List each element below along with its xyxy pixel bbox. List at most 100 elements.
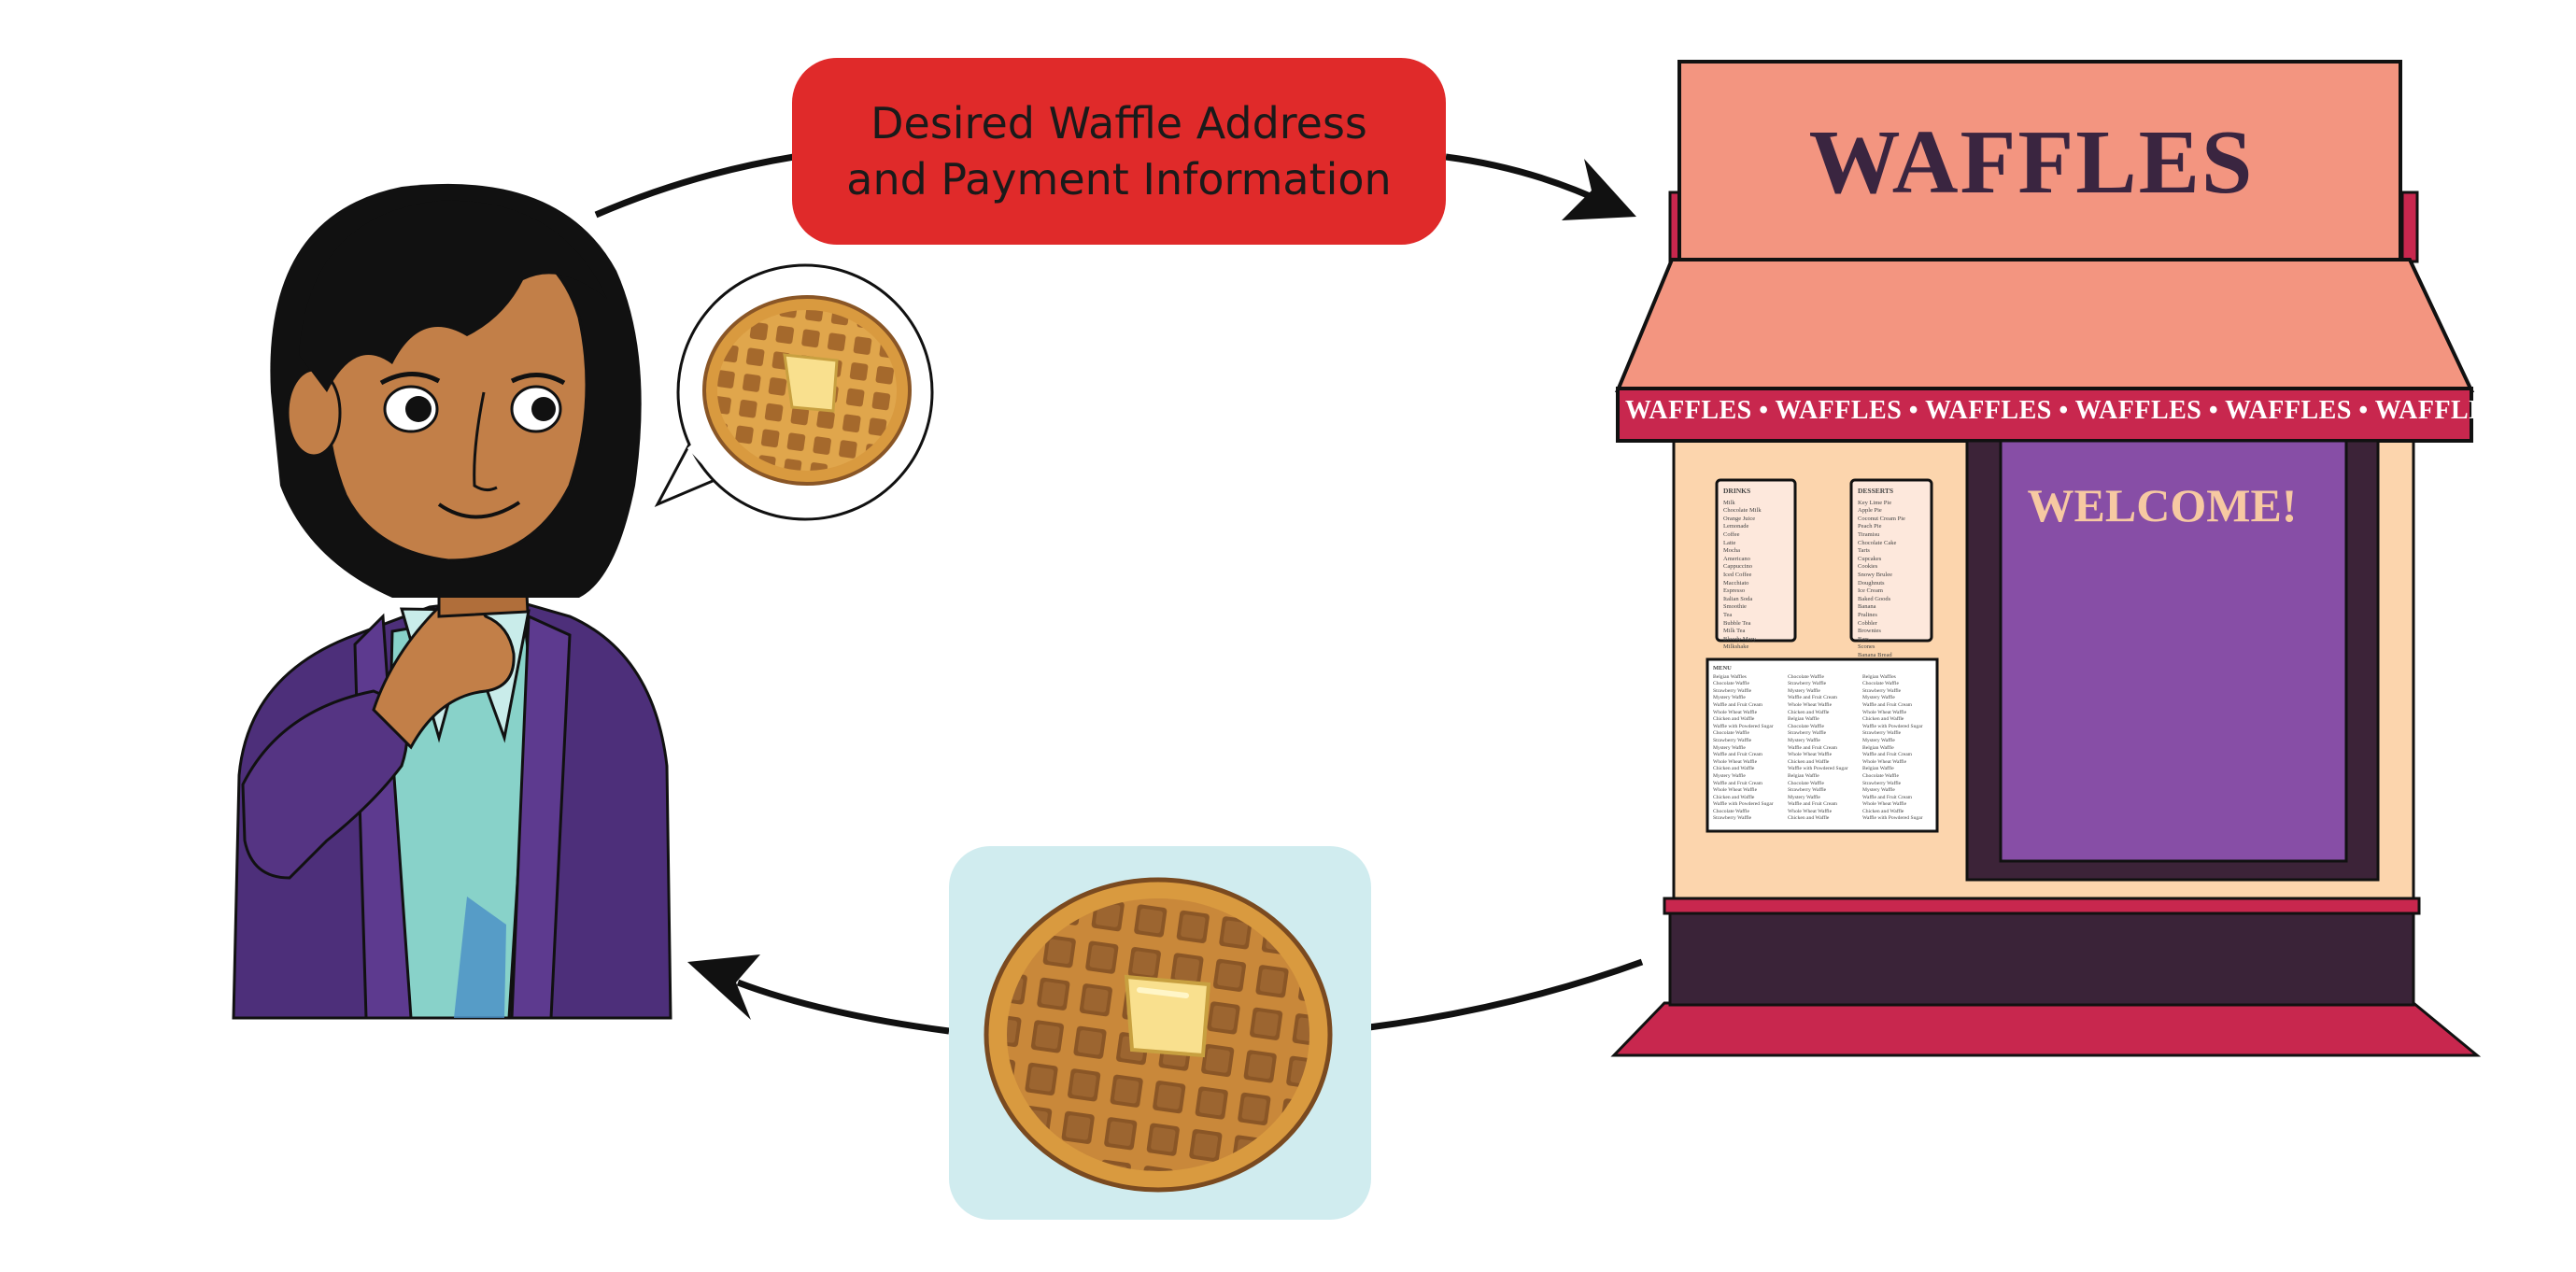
thought-waffle-icon <box>702 295 912 486</box>
waffle-menu-item: Chicken and Waffle <box>1713 766 1755 772</box>
waffle-menu-item: Waffle and Fruit Cream <box>1713 701 1763 708</box>
drinks-menu-item: Bloody Mary <box>1723 635 1756 643</box>
waffle-menu-item: Strawberry Waffle <box>1713 815 1752 822</box>
waffle-menu-item: Waffle with Powdered Sugar <box>1862 815 1923 822</box>
waffle-menu-item: Waffle and Fruit Cream <box>1862 794 1913 800</box>
drinks-menu-item: Cappuccino <box>1723 563 1753 571</box>
waffle-menu-item: Belgian Waffle <box>1788 716 1819 723</box>
shop-floor <box>1610 1001 2482 1057</box>
arrow-shop-to-delivery <box>1368 958 1644 1031</box>
waffle-menu-item: Whole Wheat Waffle <box>1788 752 1833 758</box>
waffle-menu-item: Whole Wheat Waffle <box>1862 709 1907 715</box>
waffle-menu-item: Strawberry Waffle <box>1713 687 1752 694</box>
drinks-menu-item: Americano <box>1723 555 1750 562</box>
desserts-menu-item: Doughnuts <box>1858 579 1885 587</box>
waffle-menu-item: Belgian Waffle <box>1862 766 1894 772</box>
desserts-menu-item: Pralines <box>1858 611 1877 618</box>
desserts-menu-item: Banana <box>1858 603 1876 611</box>
waffle-menu-item: Chocolate Waffle <box>1862 681 1899 687</box>
desserts-menu-item: Tiramisu <box>1858 530 1880 538</box>
arrowhead-to-shop <box>1562 159 1636 220</box>
waffle-menu-item: Strawberry Waffle <box>1713 737 1752 743</box>
waffle-menu-item: Mystery Waffle <box>1862 737 1895 743</box>
waffle-menu-item: Strawberry Waffle <box>1788 730 1827 737</box>
waffle-menu-item: Chocolate Waffle <box>1788 673 1824 680</box>
waffle-menu-item: Whole Wheat Waffle <box>1713 787 1758 794</box>
desserts-menu-heading: DESSERTS <box>1858 487 1894 495</box>
waffle-menu-item: Whole Wheat Waffle <box>1862 758 1907 765</box>
desserts-menu-item: Cupcakes <box>1858 555 1882 562</box>
request-label-box: Desired Waffle Address and Payment Infor… <box>792 58 1446 245</box>
waffle-menu-item: Waffle with Powdered Sugar <box>1713 801 1774 808</box>
waffle-menu-item: Chicken and Waffle <box>1788 758 1830 765</box>
waffle-menu-item: Mystery Waffle <box>1862 695 1895 701</box>
waffle-menu-item: Waffle and Fruit Cream <box>1788 695 1838 701</box>
desserts-menu-item: Peach Pie <box>1858 523 1882 530</box>
jacket-sleeve <box>241 689 409 880</box>
desserts-menu-item: Cobbler <box>1858 619 1877 627</box>
arrow-customer-to-request <box>594 153 795 219</box>
waffle-menu-item: Belgian Waffles <box>1862 673 1896 680</box>
hair-fringe <box>299 200 607 392</box>
shop-banner-text: WAFFLES • WAFFLES • WAFFLES • WAFFLES • … <box>1625 396 2502 425</box>
waffle-menu-item: Chicken and Waffle <box>1862 808 1904 814</box>
arrow-request-to-shop <box>1445 153 1608 207</box>
waffle-menu-item: Chicken and Waffle <box>1788 709 1830 715</box>
drinks-menu-item: Coffee <box>1723 530 1740 538</box>
drinks-menu-item: Macchiato <box>1723 579 1749 587</box>
request-label-line-2: and Payment Information <box>846 154 1392 205</box>
desserts-menu-item: Scones <box>1858 643 1875 651</box>
waffle-menu-item: Mystery Waffle <box>1788 794 1820 800</box>
waffle-menu-item: Mystery Waffle <box>1713 772 1746 779</box>
waffle-menu-item: Whole Wheat Waffle <box>1713 709 1758 715</box>
waffle-menu-item: Mystery Waffle <box>1862 787 1895 794</box>
drinks-menu-item: Milk Tea <box>1723 628 1746 635</box>
waffle-menu-item: Strawberry Waffle <box>1862 687 1902 694</box>
desserts-menu-item: Cookies <box>1858 563 1878 571</box>
door-panel <box>1999 439 2348 863</box>
drinks-menu-item: Chocolate Milk <box>1723 507 1762 515</box>
waffle-menu-item: Strawberry Waffle <box>1788 787 1827 794</box>
waffle-menu-item: Belgian Waffle <box>1788 772 1819 779</box>
desserts-menu-item: Ice Cream <box>1858 587 1883 595</box>
waffle-menu-heading: MENU <box>1713 665 1732 671</box>
cycle-arrows <box>594 153 1644 1035</box>
waffle-menu-item: Waffle and Fruit Cream <box>1862 752 1913 758</box>
drinks-menu-item: Espresso <box>1723 587 1746 595</box>
waffle-menu-item: Chicken and Waffle <box>1713 794 1755 800</box>
waffle-menu-item: Waffle and Fruit Cream <box>1713 752 1763 758</box>
delivered-waffle <box>949 846 1371 1220</box>
desserts-menu-item: Brownies <box>1858 628 1881 635</box>
drinks-menu-item: Mocha <box>1723 547 1741 555</box>
waffle-menu-item: Chicken and Waffle <box>1862 716 1904 723</box>
waffle-menu-item: Waffle with Powdered Sugar <box>1788 766 1848 772</box>
customer-illustration <box>232 183 672 1020</box>
shop-welcome-text: WELCOME! <box>2027 479 2298 531</box>
awning-stripe <box>1616 387 2473 443</box>
desserts-menu-item: Bars <box>1858 635 1869 643</box>
drinks-board <box>1715 478 1797 643</box>
waffle-menu-item: Chocolate Waffle <box>1788 780 1824 786</box>
waffle-menu-item: Belgian Waffle <box>1862 744 1894 751</box>
waffle-menu-item: Mystery Waffle <box>1713 695 1746 701</box>
waffle-menu-item: Mystery Waffle <box>1713 744 1746 751</box>
shop-title: WAFFLES <box>1808 112 2255 213</box>
waffle-menu-item: Waffle and Fruit Cream <box>1862 701 1913 708</box>
desserts-menu-item: Chocolate Cake <box>1858 539 1897 546</box>
waffle-menu-item: Chocolate Waffle <box>1713 730 1749 737</box>
awning <box>1615 258 2475 392</box>
waffle-menu-item: Whole Wheat Waffle <box>1862 801 1907 808</box>
shop-sign-board <box>1677 60 2402 261</box>
arrowhead-to-customer <box>687 954 760 1020</box>
request-label-line-1: Desired Waffle Address <box>870 98 1367 148</box>
waffle-menu-item: Mystery Waffle <box>1788 687 1820 694</box>
